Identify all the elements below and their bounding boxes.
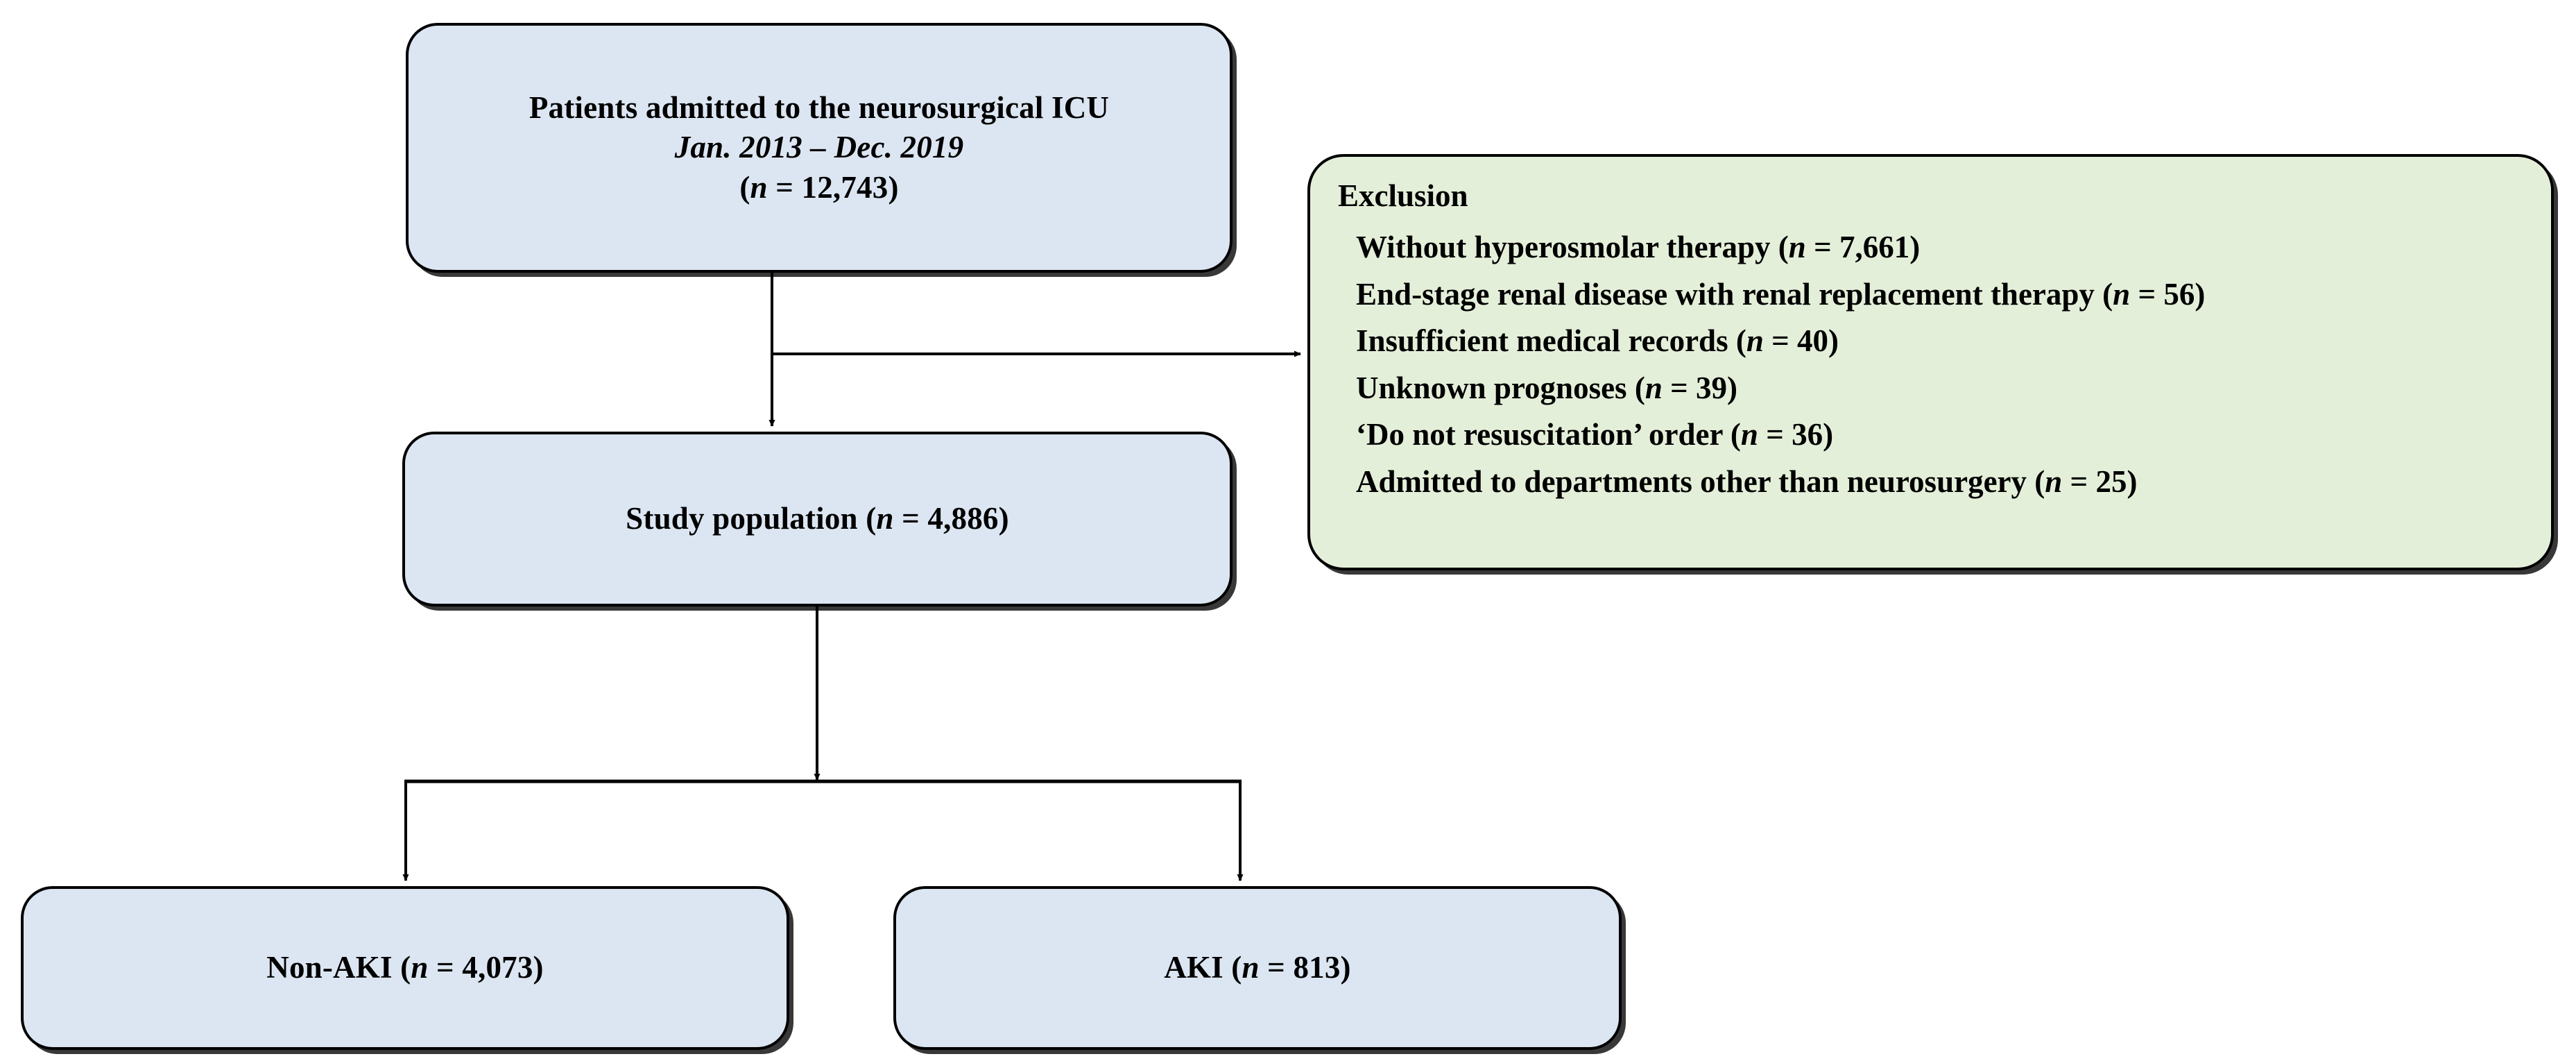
node-aki-label: AKI (n = 813) xyxy=(896,948,1619,988)
exclusion-item-value: = 39) xyxy=(1662,370,1737,405)
exclusion-item-text: Unknown prognoses ( xyxy=(1356,370,1645,405)
node-study-population-label: Study population (n = 4,886) xyxy=(405,499,1230,539)
node-exclusion[interactable]: Exclusion Without hyperosmolar therapy (… xyxy=(1307,154,2554,570)
exclusion-item-text: Admitted to departments other than neuro… xyxy=(1356,464,2045,499)
exclusion-item-n-symbol: n xyxy=(2045,464,2063,499)
exclusion-item-do-not-resuscitation-order: ‘Do not resuscitation’ order (n = 36) xyxy=(1338,411,2530,459)
exclusion-item-value: = 36) xyxy=(1758,417,1834,452)
exclusion-item-text: ‘Do not resuscitation’ order ( xyxy=(1356,417,1741,452)
node-study-population[interactable]: Study population (n = 4,886) xyxy=(402,432,1233,606)
node-non-aki[interactable]: Non-AKI (n = 4,073) xyxy=(21,886,789,1050)
exclusion-item-text: End-stage renal disease with renal repla… xyxy=(1356,276,2113,312)
count-value: = 813) xyxy=(1259,950,1351,985)
label-prefix: Study population ( xyxy=(626,501,877,536)
count-value: = 4,886) xyxy=(893,501,1009,536)
exclusion-item-n-symbol: n xyxy=(1788,230,1806,264)
node-patients-admitted-line1: Patients admitted to the neurosurgical I… xyxy=(529,90,1110,125)
node-patients-admitted-count: (n = 12,743) xyxy=(409,168,1230,208)
count-open-paren: ( xyxy=(739,169,750,205)
exclusion-item-value: = 56) xyxy=(2130,276,2206,312)
exclusion-item-insufficient-medical-records: Insufficient medical records (n = 40) xyxy=(1338,318,2530,365)
node-aki[interactable]: AKI (n = 813) xyxy=(893,886,1622,1050)
exclusion-item-without-hyperosmolar-therapy: Without hyperosmolar therapy (n = 7,661) xyxy=(1338,224,2530,271)
count-value: = 12,743) xyxy=(767,169,899,205)
node-patients-admitted-period: Jan. 2013 – Dec. 2019 xyxy=(674,130,964,165)
exclusion-item-other-departments: Admitted to departments other than neuro… xyxy=(1338,459,2530,506)
exclusion-item-value: = 7,661) xyxy=(1805,230,1921,264)
exclusion-item-value: = 25) xyxy=(2062,464,2138,499)
exclusion-item-n-symbol: n xyxy=(1740,417,1758,452)
exclusion-item-n-symbol: n xyxy=(1746,323,1764,358)
label-prefix: Non-AKI ( xyxy=(266,950,411,985)
exclusion-item-text: Insufficient medical records ( xyxy=(1356,323,1746,358)
exclusion-title: Exclusion xyxy=(1338,178,1468,213)
exclusion-item-n-symbol: n xyxy=(1645,370,1663,405)
count-n-symbol: n xyxy=(750,169,768,205)
exclusion-item-n-symbol: n xyxy=(2113,276,2131,312)
exclusion-item-end-stage-renal-disease: End-stage renal disease with renal repla… xyxy=(1338,271,2530,319)
label-prefix: AKI ( xyxy=(1164,950,1242,985)
count-n-symbol: n xyxy=(1242,950,1260,985)
exclusion-item-unknown-prognoses: Unknown prognoses (n = 39) xyxy=(1338,365,2530,412)
exclusion-item-text: Without hyperosmolar therapy ( xyxy=(1356,230,1789,264)
node-patients-admitted[interactable]: Patients admitted to the neurosurgical I… xyxy=(406,23,1233,273)
exclusion-item-value: = 40) xyxy=(1763,323,1839,358)
count-n-symbol: n xyxy=(411,950,429,985)
node-non-aki-label: Non-AKI (n = 4,073) xyxy=(24,948,787,988)
count-n-symbol: n xyxy=(876,501,894,536)
count-value: = 4,073) xyxy=(428,950,544,985)
